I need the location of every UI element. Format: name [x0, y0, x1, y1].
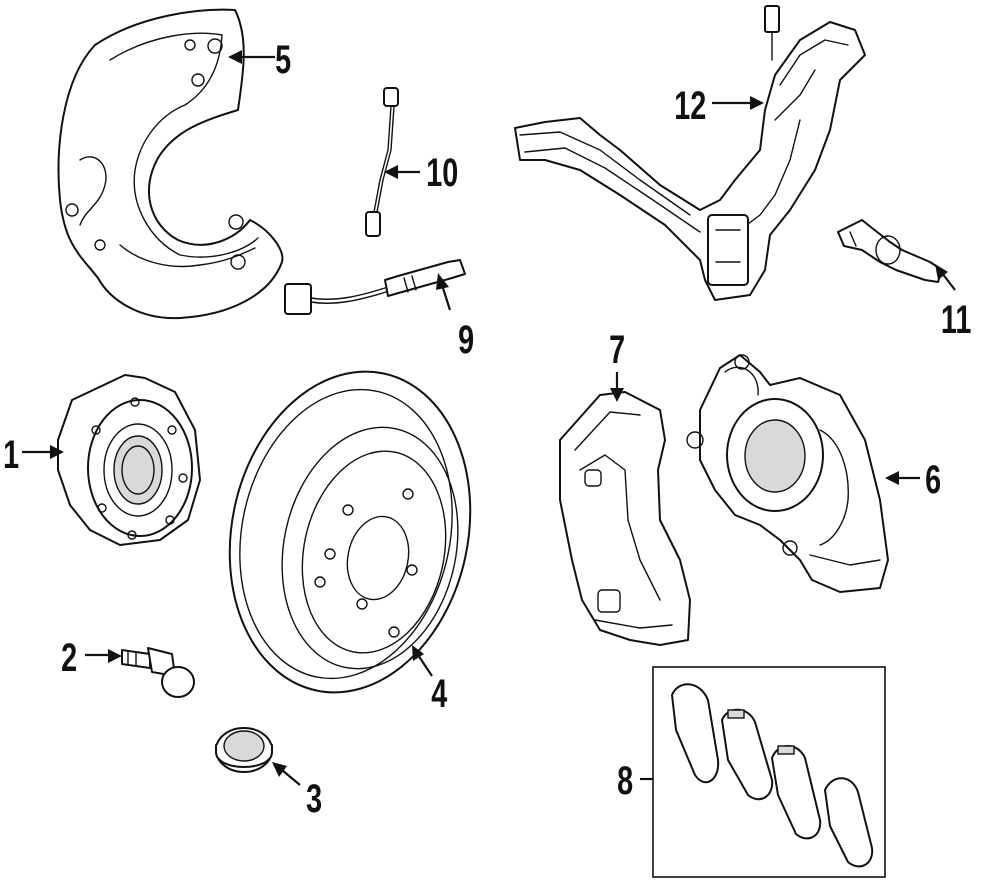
wear-sensor-upper [365, 87, 399, 237]
splash-shield [57, 8, 284, 320]
callout-4: 4 [431, 671, 448, 716]
dust-cap [215, 727, 273, 773]
callout-6: 6 [925, 457, 941, 502]
brake-pad-set [652, 666, 886, 878]
callout-10: 10 [426, 150, 458, 195]
hub-bolt [121, 647, 195, 698]
pad-set-frame [652, 666, 886, 878]
callout-5: 5 [275, 37, 291, 82]
callout-3: 3 [306, 776, 322, 821]
speed-sensor [837, 219, 943, 283]
wear-sensor-lower [284, 259, 466, 315]
brake-rotor [228, 370, 472, 694]
wheel-hub [57, 374, 201, 546]
brake-caliper [686, 354, 889, 593]
callout-8: 8 [617, 758, 633, 803]
callout-labels: 5 10 9 12 11 1 7 6 2 4 3 8 [3, 37, 971, 821]
callout-12: 12 [674, 83, 706, 128]
callout-9: 9 [458, 317, 474, 362]
callout-11: 11 [941, 297, 971, 342]
callout-1: 1 [3, 432, 19, 477]
leader-lines [22, 50, 956, 786]
callout-2: 2 [61, 635, 77, 680]
caliper-bracket [559, 391, 691, 646]
knuckle-arm [514, 5, 866, 301]
callout-7: 7 [609, 327, 625, 372]
